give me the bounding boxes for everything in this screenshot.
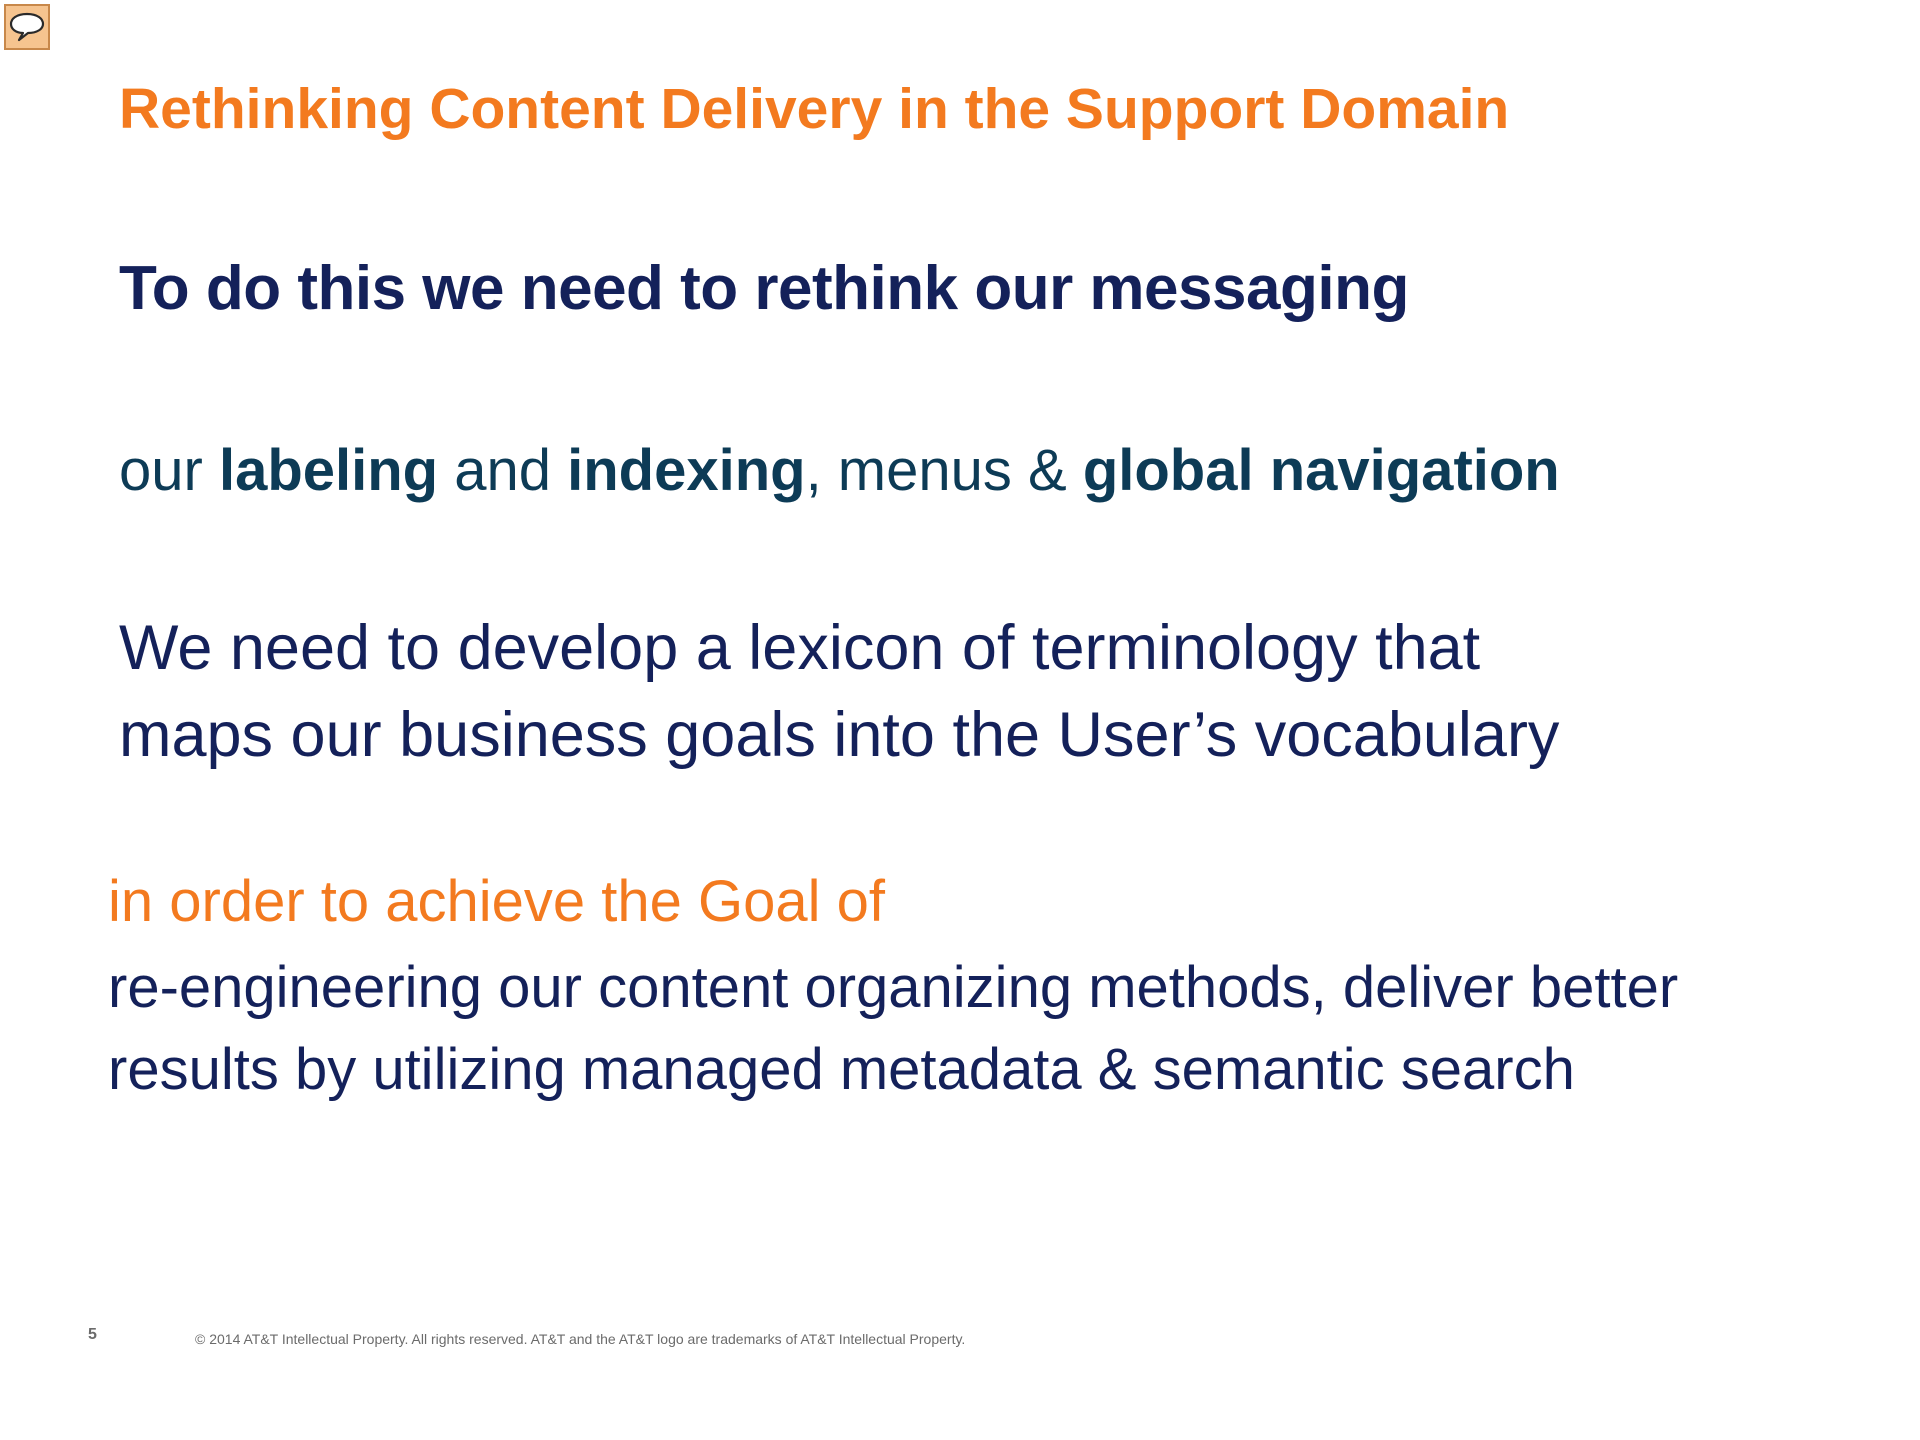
- goal-paragraph: re-engineering our content organizing me…: [108, 947, 1678, 1111]
- labeling-indexing-line: our labeling and indexing, menus & globa…: [119, 437, 1560, 504]
- line3-text-3: , menus &: [805, 438, 1083, 503]
- lexicon-paragraph: We need to develop a lexicon of terminol…: [119, 605, 1559, 779]
- line3-text-2: and: [438, 438, 568, 503]
- goal-line-2: results by utilizing managed metadata & …: [108, 1037, 1575, 1102]
- line3-text-1: our: [119, 438, 219, 503]
- comment-icon[interactable]: [4, 4, 50, 50]
- goal-line-1: re-engineering our content organizing me…: [108, 955, 1679, 1020]
- line3-bold-indexing: indexing: [567, 438, 806, 503]
- line3-bold-global-navigation: global navigation: [1082, 438, 1560, 503]
- slide-title: Rethinking Content Delivery in the Suppo…: [119, 77, 1510, 141]
- copyright-notice: © 2014 AT&T Intellectual Property. All r…: [195, 1331, 966, 1347]
- lexicon-line-1: We need to develop a lexicon of terminol…: [119, 613, 1481, 683]
- slide-heading: To do this we need to rethink our messag…: [119, 254, 1409, 323]
- page-number: 5: [88, 1326, 97, 1343]
- goal-label: in order to achieve the Goal of: [108, 869, 886, 934]
- line3-bold-labeling: labeling: [218, 438, 439, 503]
- lexicon-line-2: maps our business goals into the User’s …: [119, 700, 1560, 770]
